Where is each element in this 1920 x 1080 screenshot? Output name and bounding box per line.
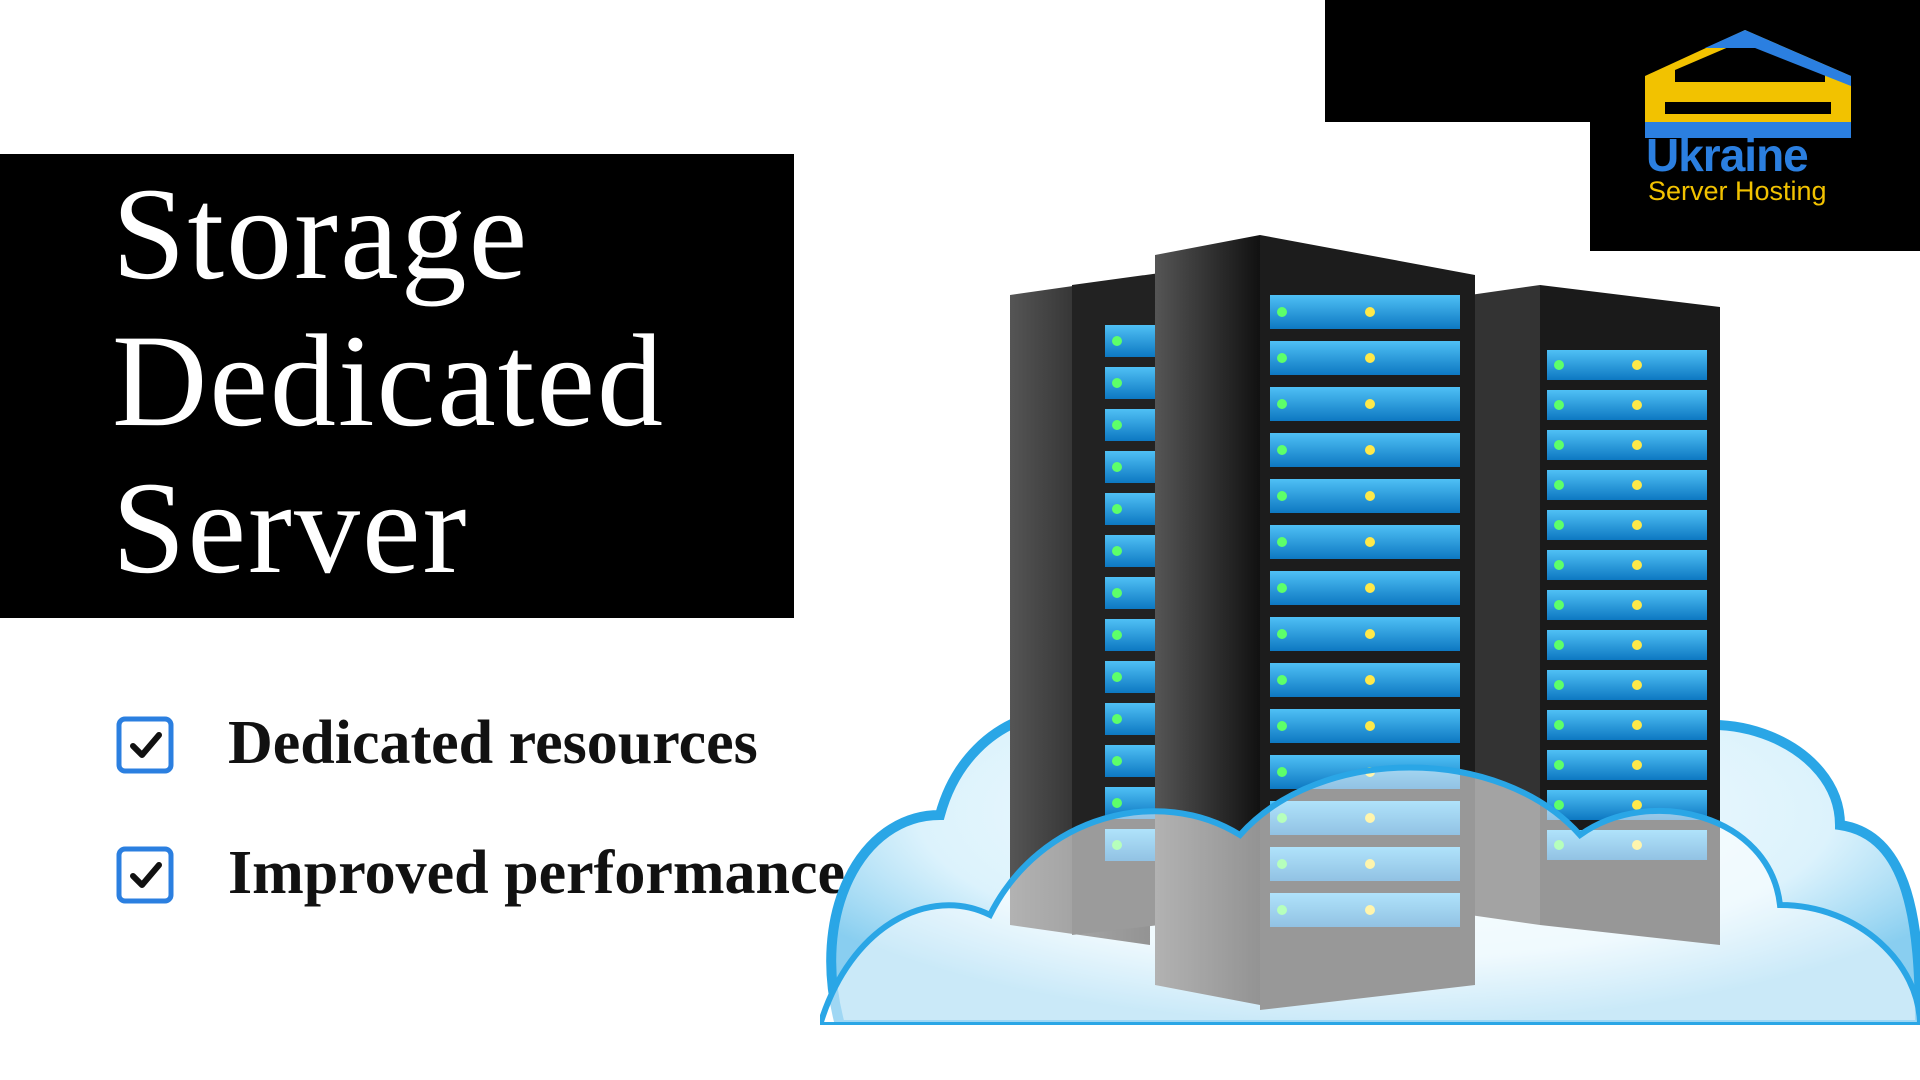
server-led-yellow xyxy=(1632,640,1642,650)
server-led-green xyxy=(1554,640,1564,650)
server-rack-left xyxy=(1010,273,1160,945)
server-led-yellow xyxy=(1365,399,1375,409)
server-led-green xyxy=(1277,307,1287,317)
logo-emblem-icon xyxy=(1645,30,1851,138)
server-led-yellow xyxy=(1365,307,1375,317)
server-led-green xyxy=(1112,504,1122,514)
server-led-green xyxy=(1112,420,1122,430)
server-led-yellow xyxy=(1632,800,1642,810)
checkbox-checked-icon xyxy=(116,846,174,904)
server-led-yellow xyxy=(1632,600,1642,610)
server-led-green xyxy=(1277,767,1287,777)
logo-subtitle: Server Hosting xyxy=(1648,176,1827,206)
server-led-green xyxy=(1554,720,1564,730)
server-drive-slot xyxy=(1547,670,1707,700)
server-led-yellow xyxy=(1632,440,1642,450)
server-led-green xyxy=(1554,600,1564,610)
title-line-storage: Storage xyxy=(112,160,530,307)
checkbox-checked-icon xyxy=(116,716,174,774)
server-led-green xyxy=(1554,440,1564,450)
server-drive-slot xyxy=(1547,390,1707,420)
server-rack-right xyxy=(1470,285,1720,945)
server-drive-slot xyxy=(1547,630,1707,660)
server-drive-slot xyxy=(1547,750,1707,780)
server-led-yellow xyxy=(1632,560,1642,570)
server-led-green xyxy=(1112,714,1122,724)
title-line-server: Server xyxy=(112,454,469,601)
server-led-green xyxy=(1277,399,1287,409)
server-drive-slot xyxy=(1547,470,1707,500)
server-led-yellow xyxy=(1365,721,1375,731)
server-led-green xyxy=(1277,353,1287,363)
server-led-green xyxy=(1112,588,1122,598)
server-drive-slot xyxy=(1547,550,1707,580)
server-led-green xyxy=(1554,760,1564,770)
server-drive-slot xyxy=(1547,590,1707,620)
server-led-yellow xyxy=(1632,760,1642,770)
server-led-green xyxy=(1554,400,1564,410)
server-led-yellow xyxy=(1632,480,1642,490)
server-led-yellow xyxy=(1365,583,1375,593)
feature-label: Improved performance xyxy=(228,839,846,907)
server-led-green xyxy=(1277,537,1287,547)
server-led-green xyxy=(1554,520,1564,530)
server-led-green xyxy=(1112,546,1122,556)
server-led-yellow xyxy=(1632,520,1642,530)
server-led-yellow xyxy=(1365,353,1375,363)
server-led-yellow xyxy=(1365,675,1375,685)
server-led-green xyxy=(1554,480,1564,490)
server-drive-slot xyxy=(1547,510,1707,540)
server-led-green xyxy=(1112,378,1122,388)
server-led-green xyxy=(1277,721,1287,731)
server-racks-cloud-illustration xyxy=(820,235,1920,1025)
server-led-green xyxy=(1112,798,1122,808)
server-led-yellow xyxy=(1632,400,1642,410)
server-led-green xyxy=(1554,800,1564,810)
title-line-dedicated: Dedicated xyxy=(112,307,666,454)
title-panel: Storage Dedicated Server xyxy=(0,154,794,618)
server-drive-slot xyxy=(1547,710,1707,740)
server-led-yellow xyxy=(1632,720,1642,730)
server-led-green xyxy=(1112,336,1122,346)
server-led-green xyxy=(1112,462,1122,472)
server-led-yellow xyxy=(1365,629,1375,639)
server-led-yellow xyxy=(1632,360,1642,370)
server-led-green xyxy=(1277,445,1287,455)
server-led-green xyxy=(1112,630,1122,640)
server-drive-slot xyxy=(1547,430,1707,460)
server-drive-slot xyxy=(1547,350,1707,380)
server-led-green xyxy=(1112,672,1122,682)
server-led-green xyxy=(1277,675,1287,685)
server-led-yellow xyxy=(1632,680,1642,690)
logo-name: Ukraine xyxy=(1646,129,1809,181)
server-led-green xyxy=(1554,560,1564,570)
server-led-green xyxy=(1112,756,1122,766)
server-led-yellow xyxy=(1365,445,1375,455)
server-led-yellow xyxy=(1365,537,1375,547)
server-led-yellow xyxy=(1365,491,1375,501)
server-led-green xyxy=(1554,360,1564,370)
server-led-green xyxy=(1277,583,1287,593)
server-led-green xyxy=(1554,680,1564,690)
server-led-green xyxy=(1277,629,1287,639)
feature-label: Dedicated resources xyxy=(228,709,758,777)
server-led-green xyxy=(1277,491,1287,501)
